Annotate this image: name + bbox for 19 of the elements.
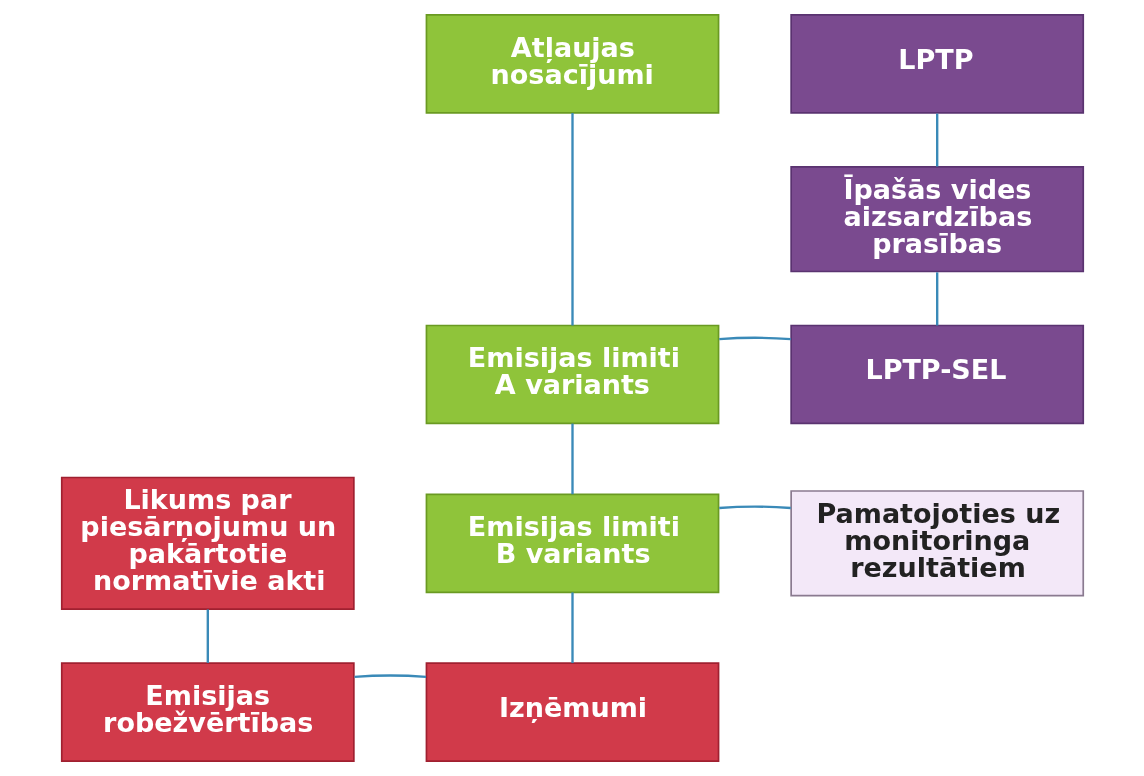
connector	[206, 609, 209, 663]
node-box: Izņēmumi	[425, 662, 719, 762]
connector	[570, 592, 574, 664]
connector	[935, 272, 938, 326]
connector	[570, 423, 574, 495]
connector	[718, 505, 791, 510]
node-box: Likums par piesārņojumu un pakārtotie normatīvie akti	[60, 476, 355, 611]
node-box: Atļaujas nosacījumi	[425, 14, 719, 114]
connector	[718, 336, 791, 341]
node-box: Īpašās vides aizsardzības prasības	[789, 165, 1084, 273]
node-box: Pamatojoties uz monitoringa rezultātiem	[789, 490, 1084, 597]
connector	[353, 674, 426, 679]
connector	[935, 113, 938, 167]
node-box: Emisijas limiti A variants	[425, 324, 719, 425]
node-box: Emisijas robežvērtības	[60, 662, 355, 762]
node-box: LPTP	[789, 14, 1084, 114]
connector	[570, 113, 574, 326]
node-box: Emisijas limiti B variants	[425, 493, 719, 594]
node-box: LPTP-SEL	[789, 324, 1084, 425]
